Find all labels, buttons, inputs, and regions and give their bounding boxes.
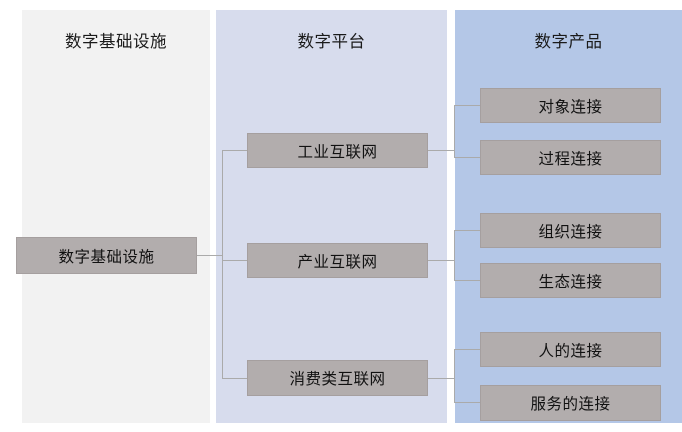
connector-industrial-trunk: [454, 105, 455, 158]
node-consumer-internet[interactable]: 消费类互联网: [247, 360, 428, 396]
connector-industry-trunk: [454, 230, 455, 281]
node-object-connection[interactable]: 对象连接: [480, 88, 661, 123]
column-title-platform: 数字平台: [297, 32, 366, 51]
connector-branch-consumer: [222, 378, 248, 379]
column-title-product: 数字产品: [534, 32, 603, 51]
column-infrastructure: 数字基础设施: [22, 10, 210, 423]
node-service-connection[interactable]: 服务的连接: [480, 385, 661, 421]
connector-branch-service: [454, 402, 481, 403]
connector-root-stem: [197, 255, 223, 256]
connector-consumer-trunk: [454, 349, 455, 403]
connector-branch-organization: [454, 230, 481, 231]
connector-branch-process: [454, 157, 481, 158]
node-infrastructure-root[interactable]: 数字基础设施: [16, 237, 197, 274]
connector-branch-industry: [222, 260, 248, 261]
column-title-infrastructure: 数字基础设施: [65, 32, 167, 51]
connector-consumer-stem: [428, 378, 455, 379]
node-industry-internet[interactable]: 产业互联网: [247, 243, 428, 278]
connector-platform-trunk: [222, 150, 223, 378]
connector-branch-ecology: [454, 280, 481, 281]
node-industrial-internet[interactable]: 工业互联网: [247, 133, 428, 168]
connector-industrial-stem: [428, 150, 455, 151]
connector-branch-people: [454, 349, 481, 350]
connector-industry-stem: [428, 260, 455, 261]
connector-branch-industrial: [222, 150, 248, 151]
connector-branch-object: [454, 105, 481, 106]
node-ecology-connection[interactable]: 生态连接: [480, 263, 661, 298]
node-people-connection[interactable]: 人的连接: [480, 332, 661, 367]
node-organization-connection[interactable]: 组织连接: [480, 213, 661, 248]
node-process-connection[interactable]: 过程连接: [480, 140, 661, 175]
column-platform: 数字平台: [216, 10, 447, 423]
